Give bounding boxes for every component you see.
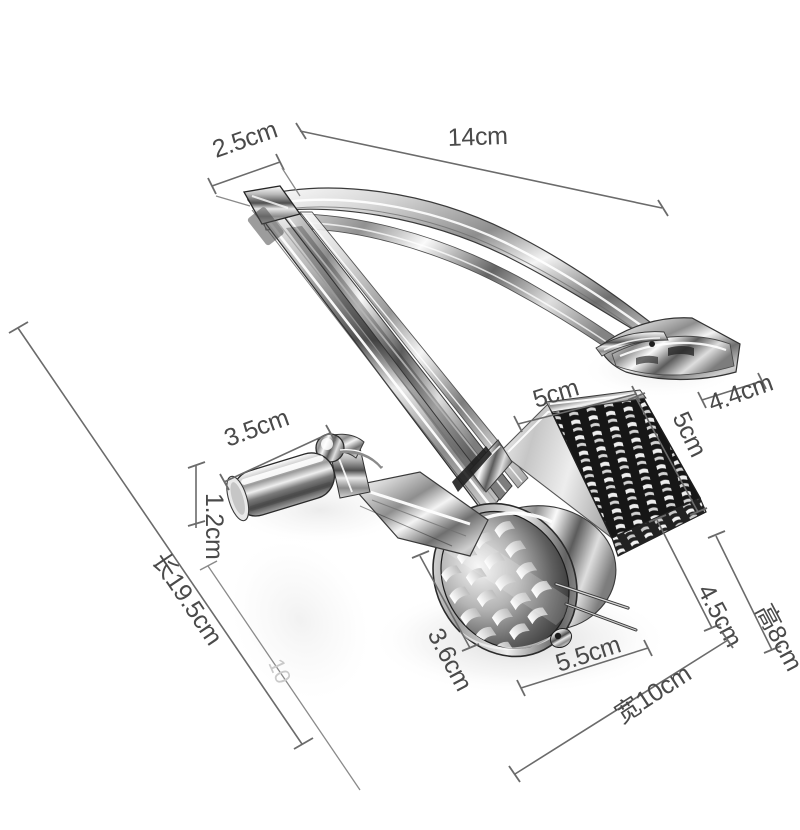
hopper-chute xyxy=(452,389,707,557)
dim-label-3-5cm: 3.5cm xyxy=(220,404,292,453)
lower-press-arm xyxy=(242,185,529,517)
dim-crank-handle-width: 1.2cm xyxy=(187,461,228,560)
dim-label-height: 高8cm xyxy=(750,600,800,676)
dim-label-4-5cm: 4.5cm xyxy=(692,580,748,652)
dim-label-2-5cm: 2.5cm xyxy=(209,116,281,164)
base-foot xyxy=(595,317,741,381)
dim-label-1-2cm: 1.2cm xyxy=(200,493,228,560)
dim-label-length: 长19.5cm xyxy=(146,548,228,651)
dim-label-14cm: 14cm xyxy=(447,122,508,152)
upper-lever-arm xyxy=(251,187,708,377)
dim-top-lever-length: 14cm xyxy=(295,122,669,217)
drum-neck-cone xyxy=(329,447,489,557)
crank-handle xyxy=(226,433,384,522)
